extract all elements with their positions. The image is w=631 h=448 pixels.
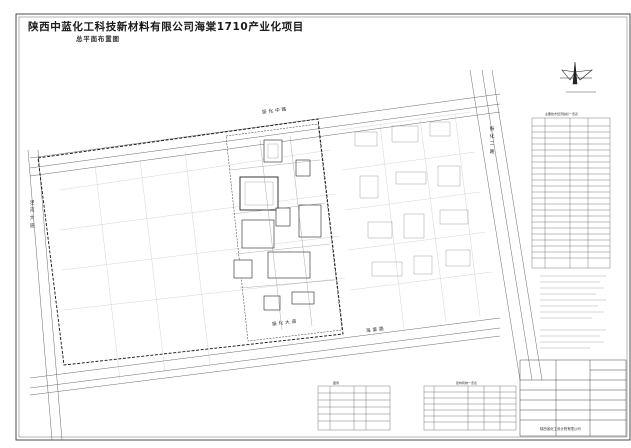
buildings-table-title: 建构筑物一览表 xyxy=(456,381,478,385)
side-table xyxy=(531,117,611,269)
project-buildings xyxy=(233,139,322,311)
legend-table-title: 图例 xyxy=(333,381,340,385)
sub-area-boundary xyxy=(225,123,343,342)
drawing-title: 陕西中蓝化工科技新材料有限公司海棠1710产业化项目 xyxy=(28,21,304,33)
road-label-east: 振化二路 xyxy=(489,126,494,157)
north-arrow xyxy=(560,61,596,93)
buildings-grid xyxy=(423,385,517,431)
road-lines xyxy=(27,69,543,441)
drawing-subtitle: 总平面布置图 xyxy=(76,35,120,43)
side-table-title: 主要技术经济指标一览表 xyxy=(545,112,579,116)
notes-block xyxy=(540,275,606,349)
title-block-company: 陕西省化工设计院有限公司 xyxy=(540,427,581,431)
inner-frame xyxy=(18,16,628,438)
project-boundary xyxy=(37,118,344,366)
legend-grid xyxy=(317,385,391,431)
outer-frame xyxy=(15,13,631,441)
road-label-west: 泾河大道 xyxy=(29,200,34,231)
title-block-grid xyxy=(519,359,627,437)
background-grid xyxy=(59,111,493,381)
east-plots xyxy=(354,121,471,277)
project-details xyxy=(229,135,336,331)
